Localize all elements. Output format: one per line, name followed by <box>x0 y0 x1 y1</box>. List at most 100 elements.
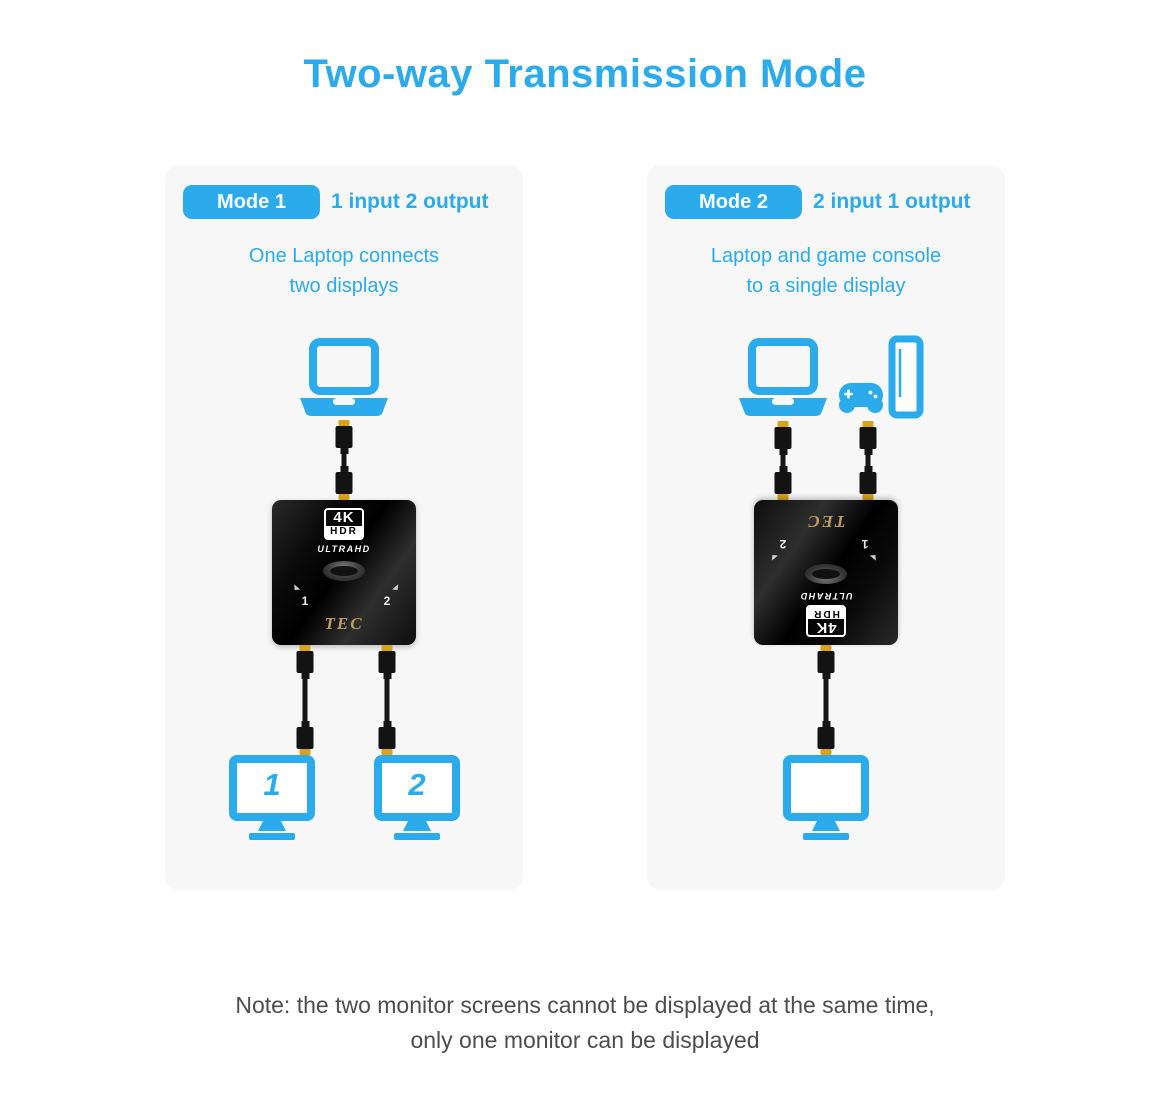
monitor-base <box>803 833 849 840</box>
hdmi-connector-icon <box>335 420 353 454</box>
hdmi-connector-icon <box>817 645 835 679</box>
monitor-stand <box>403 821 431 831</box>
connector-neck <box>864 466 872 472</box>
connector-body <box>296 727 314 749</box>
note-text: Note: the two monitor screens cannot be … <box>0 988 1170 1058</box>
mode2-badge: Mode 2 <box>665 185 802 219</box>
hdmi-connector-icon <box>859 421 877 455</box>
cable-wire <box>780 455 786 466</box>
connector-neck <box>340 448 348 454</box>
connector-neck <box>779 466 787 472</box>
monitor-icon <box>782 755 870 843</box>
connector-neck <box>864 449 872 455</box>
connector-neck <box>822 721 830 727</box>
monitor-screen <box>229 755 315 821</box>
port-2-label: 2 <box>767 537 786 561</box>
connector-tip <box>820 645 832 651</box>
game-console-icon <box>834 335 926 428</box>
hdmi-connector-icon <box>859 466 877 500</box>
connector-tip <box>299 749 311 755</box>
monitor-base <box>394 833 440 840</box>
connector-body <box>378 651 396 673</box>
connector-tip <box>338 420 350 426</box>
hdmi-cable <box>296 645 314 755</box>
laptop-notch <box>333 398 355 405</box>
connector-body <box>774 472 792 494</box>
ultrahd-label: ULTRAHD <box>799 591 853 601</box>
connector-neck <box>340 466 348 472</box>
hdmi-connector-icon <box>378 645 396 679</box>
monitor-base <box>249 833 295 840</box>
connector-tip <box>777 421 789 427</box>
port-2-label: 2 <box>384 584 403 608</box>
port-arrow-icon <box>391 584 403 596</box>
hdmi-cable <box>774 421 792 500</box>
selector-button-icon <box>323 561 365 581</box>
laptop-icon <box>296 338 392 425</box>
mode2-panel: Mode 2 2 input 1 output Laptop and game … <box>647 165 1005 890</box>
connector-body <box>859 427 877 449</box>
hdmi-connector-icon <box>774 466 792 500</box>
hdmi-cable <box>817 645 835 755</box>
laptop-icon <box>735 338 831 425</box>
page-title: Two-way Transmission Mode <box>303 52 867 96</box>
gamepad-icon <box>839 383 883 413</box>
description-line: to a single display <box>746 275 906 297</box>
cable-wire <box>865 455 871 466</box>
hdmi-switch-device: 4K HDR ULTRAHD 1 2 TEC <box>272 500 416 645</box>
connector-neck <box>301 721 309 727</box>
connector-tip <box>777 494 789 500</box>
connector-body <box>859 472 877 494</box>
connector-body <box>774 427 792 449</box>
connector-neck <box>383 721 391 727</box>
connector-neck <box>301 673 309 679</box>
connector-body <box>817 727 835 749</box>
port-1-label: 1 <box>862 537 881 561</box>
description-line: Laptop and game console <box>710 245 942 267</box>
note-line: Note: the two monitor screens cannot be … <box>235 992 935 1018</box>
description-line: One Laptop connects <box>248 245 440 267</box>
hdmi-connector-icon <box>335 466 353 500</box>
connector-tip <box>381 645 393 651</box>
hdmi-connector-icon <box>378 721 396 755</box>
connector-tip <box>862 421 874 427</box>
mode1-badge: Mode 1 <box>183 185 320 219</box>
4k-hdr-logo: 4K HDR <box>324 508 364 540</box>
hdmi-cable <box>378 645 396 755</box>
connector-neck <box>383 673 391 679</box>
laptop-notch <box>772 398 794 405</box>
brand-label: TEC <box>806 512 846 531</box>
laptop-screen <box>748 338 818 395</box>
cable-wire <box>302 679 308 721</box>
laptop-screen <box>309 338 379 395</box>
mode1-description: One Laptop connects two displays <box>165 241 523 301</box>
monitor-number: 1 <box>263 767 281 802</box>
hdmi-switch-device: 4K HDR ULTRAHD 1 2 TEC <box>754 500 898 645</box>
connector-body <box>378 727 396 749</box>
mode2-description: Laptop and game console to a single disp… <box>647 241 1005 301</box>
port-arrow-icon <box>869 549 881 561</box>
laptop-base <box>300 398 388 416</box>
connector-tip <box>381 749 393 755</box>
hdmi-cable <box>859 421 877 500</box>
connector-tip <box>338 494 350 500</box>
connector-tip <box>820 749 832 755</box>
hdmi-cable <box>335 420 353 500</box>
hdmi-connector-icon <box>296 645 314 679</box>
ultrahd-label: ULTRAHD <box>317 544 371 554</box>
cable-wire <box>823 679 829 721</box>
connector-body <box>335 426 353 448</box>
connector-body <box>817 651 835 673</box>
connector-tip <box>862 494 874 500</box>
mode1-panel: Mode 1 1 input 2 output One Laptop conne… <box>165 165 523 890</box>
port-arrow-icon <box>289 584 301 596</box>
monitor-2-icon: 2 <box>373 755 461 843</box>
connector-body <box>296 651 314 673</box>
4k-hdr-logo: 4K HDR <box>806 605 846 637</box>
console-tower <box>888 335 924 419</box>
connector-neck <box>779 449 787 455</box>
monitor-screen <box>374 755 460 821</box>
monitor-stand <box>812 821 840 831</box>
connector-body <box>335 472 353 494</box>
monitor-stand <box>258 821 286 831</box>
